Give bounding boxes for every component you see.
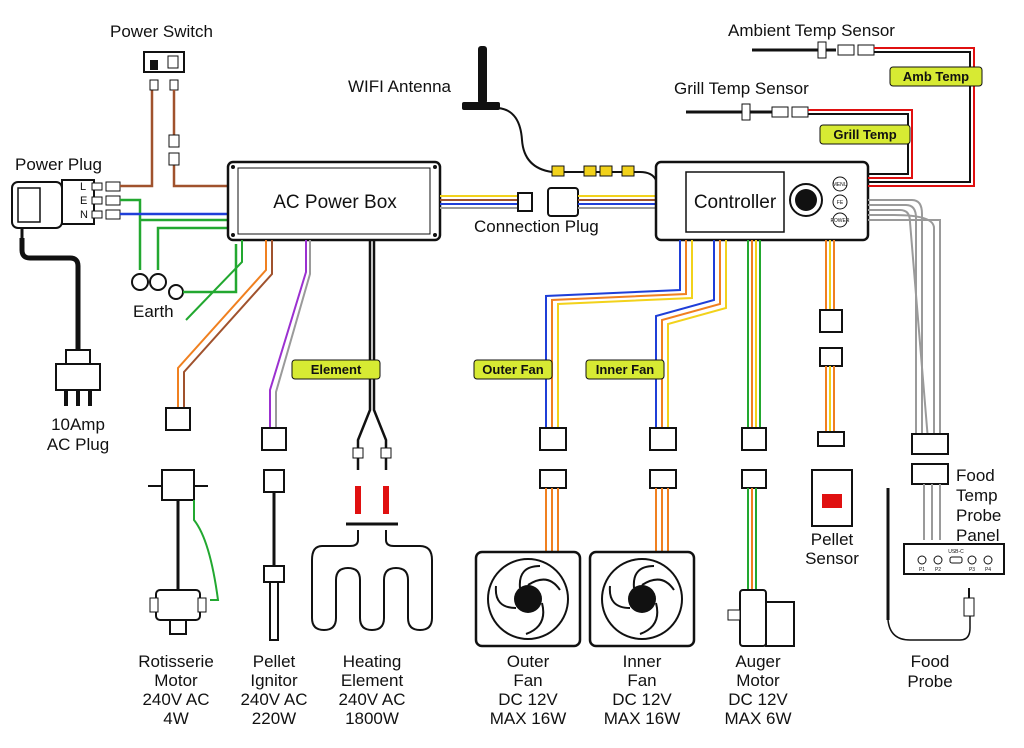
auger-label-3: DC 12V	[728, 690, 788, 709]
ac-power-box	[226, 160, 442, 242]
inner-fan-label-1: Inner	[623, 652, 662, 671]
outer-fan	[474, 240, 693, 648]
controller-label: Controller	[694, 192, 777, 213]
plug-n-label: N	[80, 209, 88, 221]
port-p4-label: P4	[985, 567, 991, 573]
power-plug-label: Power Plug	[15, 155, 102, 174]
grill-temp-sensor-label: Grill Temp Sensor	[674, 79, 809, 98]
inner-fan	[588, 240, 727, 648]
inner-fan-tag-label: Inner Fan	[596, 362, 655, 377]
outer-fan-label-4: MAX 16W	[490, 709, 567, 728]
panel-label-4: Panel	[956, 526, 999, 545]
menu-button-label: MENU	[833, 182, 848, 188]
ac-to-controller-cable	[440, 187, 658, 217]
ambient-temp-sensor-label: Ambient Temp Sensor	[728, 21, 895, 40]
auger-motor	[727, 240, 795, 647]
element-label-2: Element	[341, 671, 404, 690]
power-switch-label: Power Switch	[110, 22, 213, 41]
port-p1-label: P1	[919, 567, 925, 573]
outer-fan-label-1: Outer	[507, 652, 550, 671]
controller-box: MENU FE POWER	[654, 160, 870, 242]
food-probe-cable	[868, 199, 949, 540]
ac-power-box-label: AC Power Box	[273, 192, 397, 213]
earth-label: Earth	[133, 302, 174, 321]
ignitor-label-4: 220W	[252, 709, 296, 728]
wifi-antenna	[462, 46, 657, 181]
pellet-sensor	[811, 240, 853, 527]
ac-plug-label-1: 10Amp	[51, 415, 105, 434]
food-probe	[886, 488, 975, 641]
plug-l-label: L	[80, 181, 86, 193]
power-switch	[143, 51, 185, 166]
outer-fan-label-3: DC 12V	[498, 690, 558, 709]
auger-label-4: MAX 6W	[724, 709, 791, 728]
pellet-sensor-label-1: Pellet	[811, 530, 854, 549]
inner-fan-tag	[585, 359, 665, 380]
element-tag-label: Element	[311, 362, 362, 377]
power-plug: L E N	[11, 179, 121, 240]
outer-fan-tag-label: Outer Fan	[482, 362, 543, 377]
grill-temp-tag	[819, 124, 911, 145]
ambient-temp-sensor	[752, 41, 975, 187]
element-label-1: Heating	[343, 652, 402, 671]
panel-label-3: Probe	[956, 506, 1001, 525]
ac-plug	[55, 349, 101, 406]
earth-terminals	[131, 244, 238, 300]
rotisserie-label-2: Motor	[154, 671, 198, 690]
port-p2-label: P2	[935, 567, 941, 573]
auger-label-1: Auger	[735, 652, 781, 671]
grill-temp-sensor	[686, 103, 913, 179]
usb-port-label: USB-C	[948, 549, 964, 555]
wifi-antenna-label: WIFI Antenna	[348, 77, 452, 96]
element-label-3: 240V AC	[338, 690, 405, 709]
grill-temp-tag-label: Grill Temp	[833, 127, 896, 142]
outer-fan-label-2: Fan	[513, 671, 542, 690]
element-tag	[291, 359, 381, 380]
component-labels: Rotisserie Motor 240V AC 4W Pellet Ignit…	[138, 652, 791, 728]
panel-label-1: Food	[956, 466, 995, 485]
ignitor-label-2: Ignitor	[250, 671, 298, 690]
rotisserie-motor	[148, 240, 273, 635]
ignitor-label-1: Pellet	[253, 652, 296, 671]
fe-button-label: FE	[837, 200, 844, 206]
rotisserie-label-1: Rotisserie	[138, 652, 214, 671]
amb-temp-tag-label: Amb Temp	[903, 69, 969, 84]
power-button-label: POWER	[831, 218, 850, 224]
pellet-ignitor	[261, 240, 311, 641]
food-probe-label-2: Probe	[907, 672, 952, 691]
rotisserie-label-4: 4W	[163, 709, 189, 728]
amb-temp-tag	[889, 66, 983, 87]
outer-fan-tag	[473, 359, 553, 380]
ac-plug-label-2: AC Plug	[47, 435, 109, 454]
inner-fan-label-2: Fan	[627, 671, 656, 690]
port-p3-label: P3	[969, 567, 975, 573]
auger-label-2: Motor	[736, 671, 780, 690]
pellet-sensor-label-2: Sensor	[805, 549, 859, 568]
heating-element	[311, 240, 433, 632]
food-temp-probe-panel: P1 P2 USB-C P3 P4	[903, 543, 1005, 575]
connection-plug-label: Connection Plug	[474, 217, 599, 236]
plug-e-label: E	[80, 195, 87, 207]
rotisserie-label-3: 240V AC	[142, 690, 209, 709]
panel-label-2: Temp	[956, 486, 998, 505]
inner-fan-label-3: DC 12V	[612, 690, 672, 709]
inner-fan-label-4: MAX 16W	[604, 709, 681, 728]
element-label-4: 1800W	[345, 709, 399, 728]
food-probe-label-1: Food	[911, 652, 950, 671]
ignitor-label-3: 240V AC	[240, 690, 307, 709]
